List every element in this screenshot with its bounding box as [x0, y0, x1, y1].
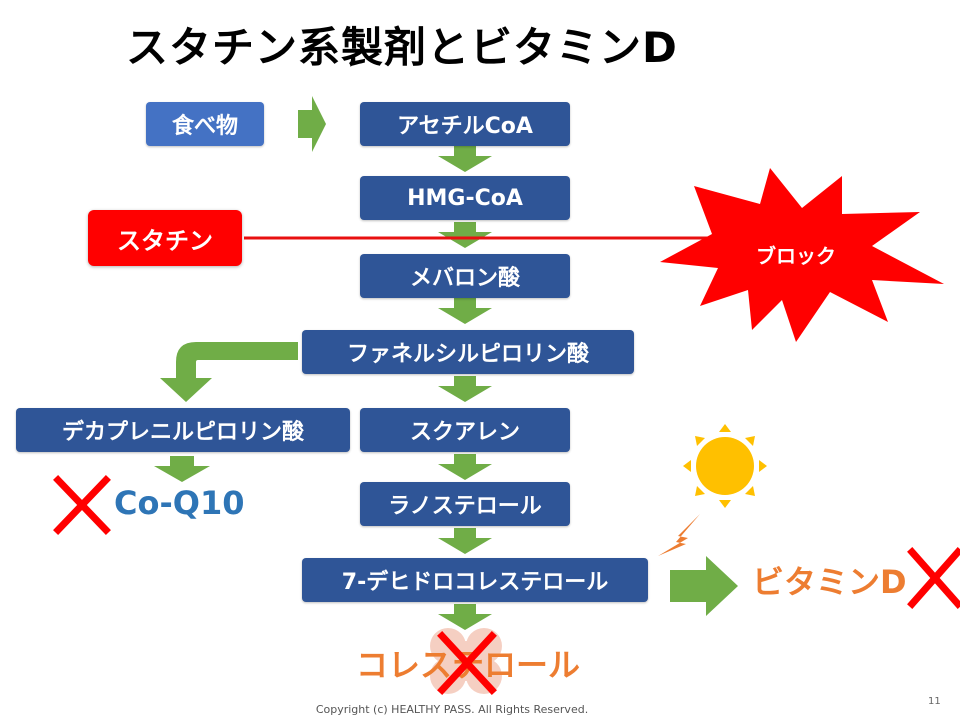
- arrow-down-6: [438, 528, 492, 554]
- block-burst-icon: [660, 168, 944, 342]
- page-number: 11: [928, 696, 941, 707]
- arrow-to-vitamin-d: [670, 556, 738, 616]
- pathway-box-lanosterol: ラノステロール: [360, 482, 570, 526]
- sun-icon: [683, 424, 767, 508]
- pathway-box-mevalonic-acid: メバロン酸: [360, 254, 570, 298]
- pathway-box-7-dehydrocholesterol: 7-デヒドロコレステロール: [302, 558, 648, 602]
- pathway-box-squalene: スクアレン: [360, 408, 570, 452]
- copyright: Copyright (c) HEALTHY PASS. All Rights R…: [315, 703, 589, 716]
- pathway-box-farnesyl: ファネルシルピロリン酸: [302, 330, 634, 374]
- lightning-icon: [658, 514, 700, 556]
- arrow-down-4: [438, 376, 492, 402]
- cross-icon-coq10: [53, 475, 111, 535]
- arrow-down-2: [438, 222, 492, 248]
- arrow-down-1: [438, 146, 492, 172]
- pathway-box-hmg-coa: HMG-CoA: [360, 176, 570, 220]
- arrow-down-5: [438, 454, 492, 480]
- arrow-food-to-acetyl: [298, 96, 326, 152]
- food-box: 食べ物: [146, 102, 264, 146]
- arrow-bent-branch: [160, 342, 298, 402]
- branch-box-decaprenyl: デカプレニルピロリン酸: [16, 408, 350, 452]
- page-title: スタチン系製剤とビタミンD: [126, 23, 678, 72]
- statin-box: スタチン: [88, 210, 242, 266]
- arrow-down-3: [438, 298, 492, 324]
- vitamin-d-label: ビタミンD: [752, 563, 907, 601]
- cross-icon-vitamin-d: [907, 547, 960, 609]
- cross-icon-cholesterol: [437, 631, 497, 695]
- pathway-box-acetyl-coa: アセチルCoA: [360, 102, 570, 146]
- arrow-down-branch: [154, 456, 210, 482]
- block-label: ブロック: [756, 244, 836, 268]
- coq10-label: Co-Q10: [114, 484, 245, 522]
- arrow-down-7: [438, 604, 492, 630]
